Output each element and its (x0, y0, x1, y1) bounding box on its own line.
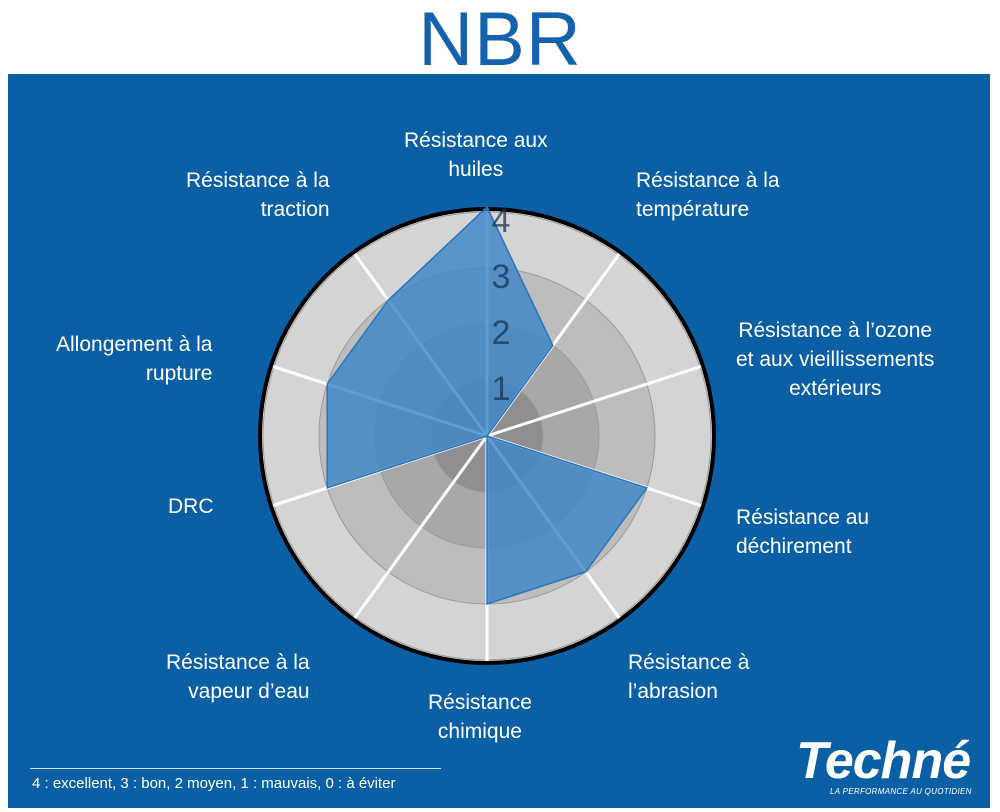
axis-label-elongation: Allongement à la rupture (56, 333, 213, 385)
axis-label-vapour: Résistance à la vapeur d’eau (166, 651, 310, 703)
series-polygon (326, 205, 649, 606)
spoke-6 (353, 435, 489, 619)
logo-tagline: LA PERFORMANCE AU QUOTIDIEN (830, 787, 972, 796)
spoke-2 (486, 365, 702, 438)
ring-label-3: 3 (492, 258, 511, 296)
axis-label-ozone: Résistance à l’ozone et aux vieillisseme… (736, 319, 935, 400)
ring-label-1: 1 (492, 370, 511, 408)
axis-label-drc: DRC (168, 495, 214, 518)
axis-label-tear: Résistance au déchirement (736, 506, 870, 558)
axis-label-temperature: Résistance à la température (636, 169, 780, 221)
axis-label-tensile: Résistance à la traction (186, 169, 330, 221)
ring-label-2: 2 (492, 314, 511, 352)
chart-title: NBR (418, 0, 582, 82)
axis-label-abrasion: Résistance à l’abrasion (628, 651, 750, 703)
legend-divider (30, 768, 441, 769)
axis-label-chemical: Résistance chimique (428, 691, 532, 743)
logo-wordmark: Techné (796, 732, 971, 790)
ring-label-4: 4 (492, 202, 511, 240)
techne-logo: Techné LA PERFORMANCE AU QUOTIDIEN (796, 730, 976, 800)
axis-label-oil: Résistance aux huiles (404, 129, 548, 181)
scale-legend: 4 : excellent, 3 : bon, 2 moyen, 1 : mau… (32, 775, 396, 792)
